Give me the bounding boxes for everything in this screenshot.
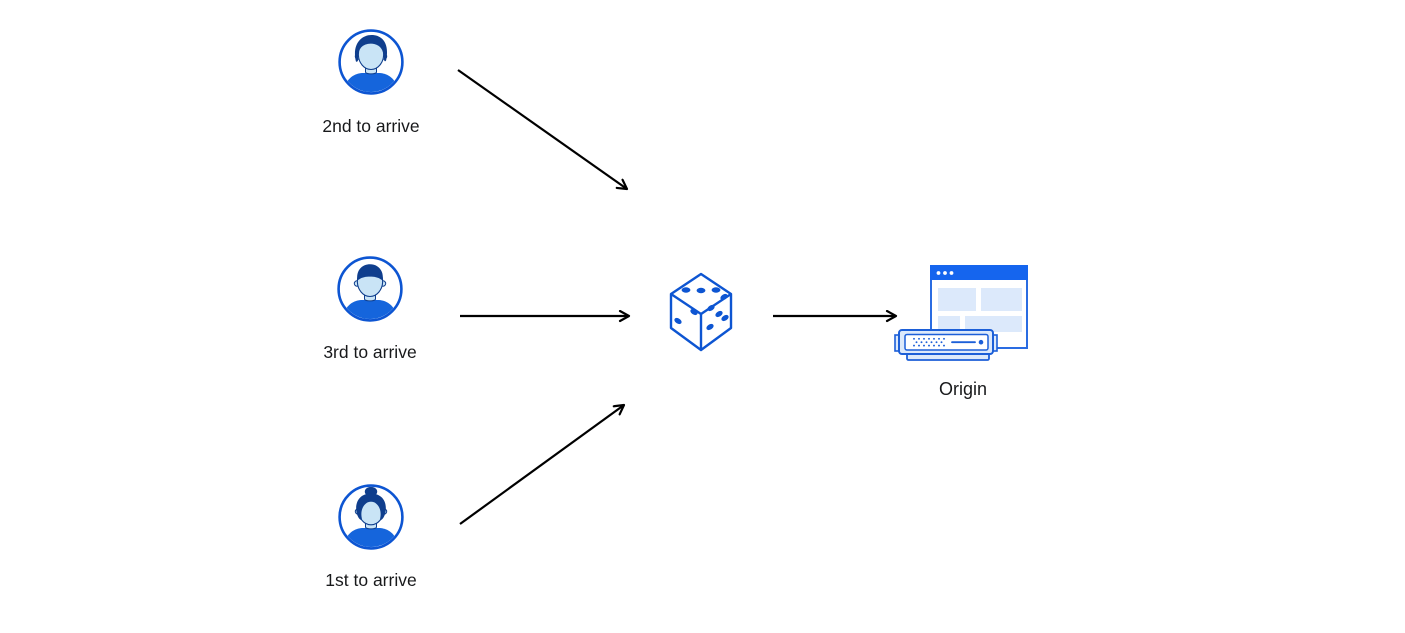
avatar-man-swept-hair-icon <box>338 29 404 95</box>
server-led-dot <box>978 339 984 345</box>
node-label-origin: Origin <box>938 379 987 399</box>
node-label-user-1st: 1st to arrive <box>325 570 417 590</box>
server-appliance-icon <box>894 329 998 361</box>
avatar-man-short-hair-icon <box>337 256 403 322</box>
node-user-2nd: 2nd to arrive <box>306 29 436 137</box>
dice-pips <box>674 287 729 331</box>
node-label-user-3rd: 3rd to arrive <box>323 342 417 362</box>
node-label-user-2nd: 2nd to arrive <box>322 116 420 136</box>
arrow-user-1st-to-dice <box>459 405 624 525</box>
arrow-user-2nd-to-dice <box>457 69 627 189</box>
node-user-1st: 1st to arrive <box>306 484 436 591</box>
server-vent-dots <box>913 337 945 347</box>
node-user-3rd: 3rd to arrive <box>305 256 435 363</box>
origin-server-icon <box>894 265 1028 361</box>
node-origin: Origin <box>893 260 1033 401</box>
avatar-woman-bun-icon <box>338 484 404 550</box>
node-randomizer <box>668 272 734 352</box>
dice-icon <box>669 272 733 352</box>
